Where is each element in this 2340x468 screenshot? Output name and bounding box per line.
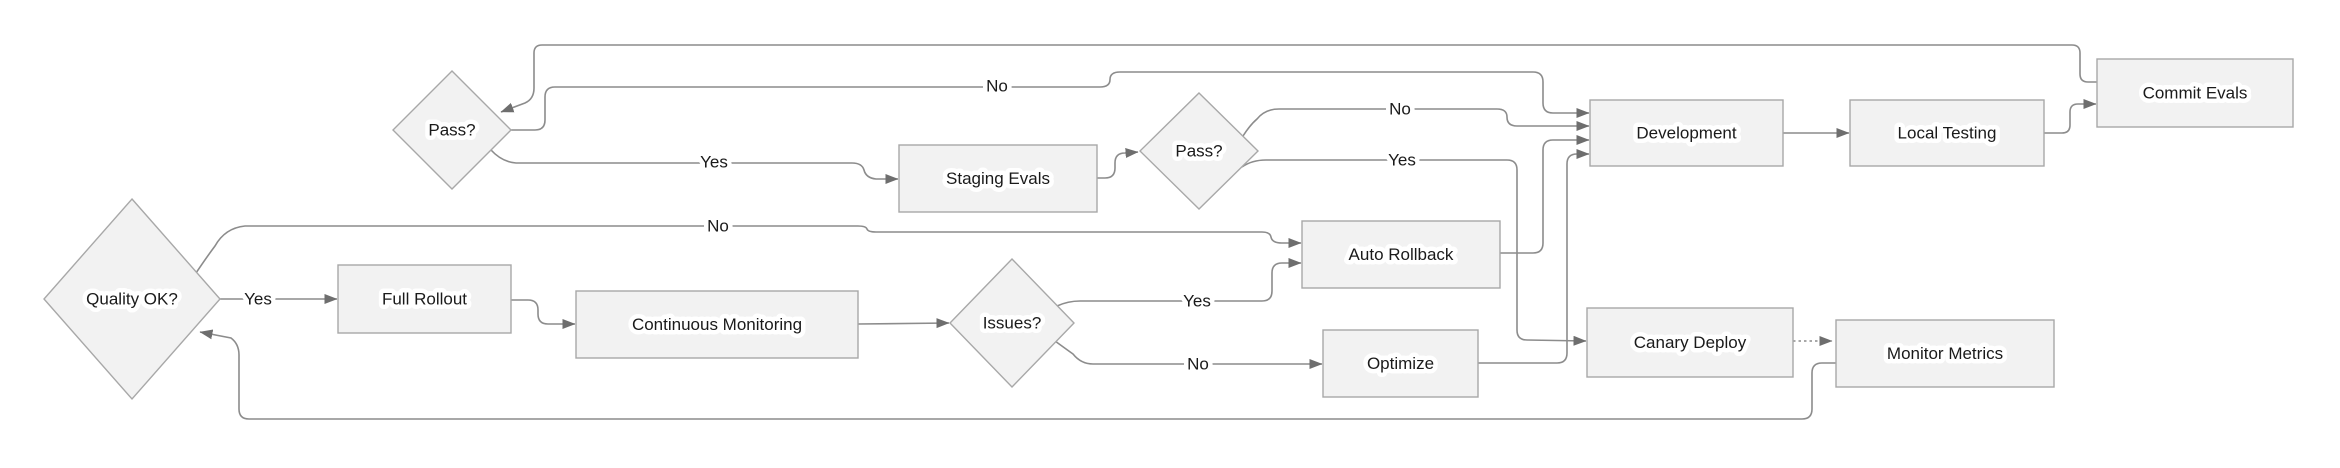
issues-label: Issues? xyxy=(983,314,1042,333)
canary-deploy-label: Canary Deploy xyxy=(1634,333,1747,352)
node-layer: Pass? Staging Evals Pass? Development Local … xyxy=(43,58,2294,401)
development-shape[interactable] xyxy=(1589,99,1784,167)
edge-commit-evals-to-pass-1 xyxy=(500,44,2097,113)
node-optimize[interactable]: Optimize xyxy=(1322,329,1479,398)
node-pass-2[interactable]: Pass? xyxy=(1139,92,1259,210)
auto-rollback-label: Auto Rollback xyxy=(1349,245,1454,264)
edge-monitor-metrics-to-quality-ok xyxy=(199,329,1836,420)
node-auto-rollback[interactable]: Auto Rollback xyxy=(1301,220,1501,289)
pass-1-label: Pass? xyxy=(428,121,475,140)
edge-label-issues-no-to-optimize: No xyxy=(1187,355,1209,374)
edge-staging-evals-to-pass-2 xyxy=(1097,147,1139,179)
local-testing-shape[interactable] xyxy=(1849,99,2045,167)
edge-label-pass-1-no-to-development: No xyxy=(986,77,1008,96)
full-rollout-label: Full Rollout xyxy=(382,290,467,309)
node-development[interactable]: Development xyxy=(1589,99,1784,167)
node-full-rollout[interactable]: Full Rollout xyxy=(337,264,512,334)
canary-deploy-shape[interactable] xyxy=(1586,307,1794,378)
edge-pass-2-no-to-development xyxy=(1242,108,1590,137)
edge-optimize-to-development xyxy=(1478,149,1590,364)
edge-label-quality-ok-no-to-auto-rollback: No xyxy=(707,217,729,236)
edge-pass-1-yes-to-staging-evals xyxy=(490,149,899,184)
node-local-testing[interactable]: Local Testing xyxy=(1849,99,2045,167)
edge-layer xyxy=(193,44,2097,420)
pass-2-label: Pass? xyxy=(1175,142,1222,161)
edge-label-issues-yes-to-auto-rollback: Yes xyxy=(1183,292,1211,311)
node-issues[interactable]: Issues? xyxy=(949,257,1075,389)
optimize-label: Optimize xyxy=(1367,354,1434,373)
continuous-monitoring-label: Continuous Monitoring xyxy=(632,315,802,334)
node-quality-ok[interactable]: Quality OK? xyxy=(43,197,221,401)
auto-rollback-shape[interactable] xyxy=(1301,220,1501,289)
edge-local-testing-to-commit-evals xyxy=(2044,99,2097,134)
node-pass-1[interactable]: Pass? xyxy=(392,70,512,190)
staging-evals-shape[interactable] xyxy=(898,144,1098,213)
optimize-shape[interactable] xyxy=(1322,329,1479,398)
edge-quality-ok-no-to-auto-rollback xyxy=(193,225,1302,277)
pass-2-shape[interactable] xyxy=(1139,92,1259,210)
pass-1-shape[interactable] xyxy=(392,70,512,190)
node-commit-evals[interactable]: Commit Evals xyxy=(2096,58,2294,128)
edge-issues-yes-to-auto-rollback xyxy=(1056,258,1302,307)
edge-label-pass-1-yes-to-staging-evals: Yes xyxy=(700,153,728,172)
quality-ok-shape[interactable] xyxy=(43,197,221,401)
edge-label-pass-2-no-to-development: No xyxy=(1389,100,1411,119)
edge-full-rollout-to-continuous-monitoring xyxy=(511,299,576,329)
commit-evals-shape[interactable] xyxy=(2096,58,2294,128)
edge-issues-no-to-optimize xyxy=(1054,340,1323,369)
edge-label-pass-2-yes-to-canary-deploy: Yes xyxy=(1388,151,1416,170)
commit-evals-label: Commit Evals xyxy=(2143,84,2248,103)
node-continuous-monitoring[interactable]: Continuous Monitoring xyxy=(575,290,859,359)
monitor-metrics-label: Monitor Metrics xyxy=(1887,344,2003,363)
issues-shape[interactable] xyxy=(949,257,1075,389)
edge-pass-2-yes-to-canary-deploy xyxy=(1241,159,1587,346)
edge-pass-1-no-to-development xyxy=(511,71,1590,131)
continuous-monitoring-shape[interactable] xyxy=(575,290,859,359)
edge-continuous-monitoring-to-issues xyxy=(857,318,950,329)
node-canary-deploy[interactable]: Canary Deploy xyxy=(1586,307,1794,378)
development-label: Development xyxy=(1636,124,1736,143)
quality-ok-label: Quality OK? xyxy=(86,290,178,309)
staging-evals-label: Staging Evals xyxy=(946,169,1050,188)
edge-label-quality-ok-yes-to-full-rollout: Yes xyxy=(244,290,272,309)
node-staging-evals[interactable]: Staging Evals xyxy=(898,144,1098,213)
edge-auto-rollback-to-development xyxy=(1500,135,1590,254)
full-rollout-shape[interactable] xyxy=(337,264,512,334)
local-testing-label: Local Testing xyxy=(1898,124,1997,143)
node-monitor-metrics[interactable]: Monitor Metrics xyxy=(1835,319,2055,388)
monitor-metrics-shape[interactable] xyxy=(1835,319,2055,388)
